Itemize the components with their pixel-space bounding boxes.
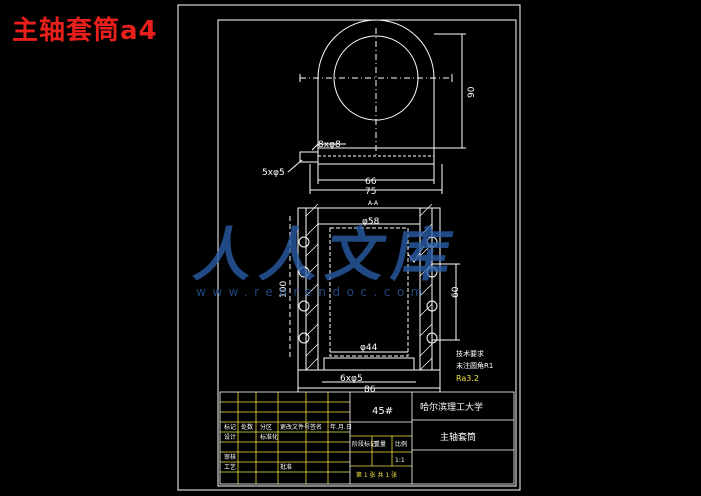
section-mark: A-A — [368, 200, 379, 207]
front-view — [289, 203, 460, 392]
bolt-hole — [298, 300, 310, 312]
wall-hatch-right — [419, 203, 433, 371]
dim-60: 60 — [451, 286, 461, 298]
inner-frame — [217, 19, 517, 487]
bolt-hole — [426, 300, 438, 312]
tb-scale: 比例 — [395, 440, 407, 448]
dim-90: 90 — [467, 86, 477, 98]
dim-44: φ44 — [360, 343, 378, 353]
top-view — [287, 19, 466, 194]
dim-66: 66 — [365, 177, 377, 187]
bottom-boss — [323, 357, 415, 371]
tb-approve: 批准 — [280, 463, 292, 471]
tb-review: 审核 — [224, 453, 236, 461]
tb-change: 更改文件号 — [280, 423, 310, 431]
tb-sheet-info: 第 1 张 共 1 张 — [356, 471, 397, 479]
wall-hatch-left — [305, 203, 319, 371]
tb-std: 标准化 — [260, 433, 278, 441]
tb-mark: 标记 — [224, 423, 236, 431]
notes-line1: 技术要求 — [456, 349, 484, 358]
tb-part-name: 主轴套筒 — [440, 431, 476, 443]
title-block-frame — [219, 391, 515, 485]
top-view-outline — [317, 19, 435, 149]
bolt-hole — [426, 332, 438, 344]
dim-86: 86 — [364, 385, 376, 395]
dim-58: φ58 — [362, 217, 380, 227]
bolt-hole — [298, 332, 310, 344]
dim-8x8: 8xφ8 — [318, 140, 341, 150]
watermark-url: www.renrendoc.com — [196, 285, 429, 299]
roughness-symbol — [407, 245, 425, 263]
bolt-hole — [426, 266, 438, 278]
dim-100: 100 — [279, 281, 289, 298]
notes-roughness: Ra3.2 — [456, 374, 479, 383]
notes-line2: 未注圆角R1 — [456, 361, 493, 370]
tb-zone: 分区 — [260, 423, 272, 431]
title-block — [219, 391, 515, 485]
bolt-hole — [426, 236, 438, 248]
bolt-hole — [298, 236, 310, 248]
dim-5x5: 5xφ5 — [262, 168, 285, 178]
left-boss — [299, 151, 319, 163]
leader-5x5 — [287, 159, 303, 173]
tb-craft: 工艺 — [224, 463, 236, 471]
tb-sign: 签名 — [310, 423, 322, 431]
dim-6x5: 6xφ5 — [340, 374, 363, 384]
page-title: 主轴套筒a4 — [12, 16, 158, 46]
top-view-text: 90 8xφ8 5xφ5 66 75 A-A — [262, 86, 477, 207]
dim-75: 75 — [365, 187, 376, 197]
tb-school: 哈尔滨理工大学 — [420, 401, 483, 413]
tb-count: 处数 — [241, 423, 253, 431]
title-block-text: 标记 处数 分区 更改文件号 签名 年.月.日 设计 标准化 审核 工艺 批准 … — [224, 401, 483, 479]
tb-stage-mark: 阶段标记 — [352, 440, 376, 448]
tech-notes: 技术要求 未注圆角R1 Ra3.2 — [456, 349, 493, 383]
tb-weight: 重量 — [374, 440, 386, 448]
bolt-hole — [298, 266, 310, 278]
front-view-text: φ58 100 60 φ44 6xφ5 86 — [279, 217, 461, 395]
watermark-logo: 人人文库 — [189, 221, 466, 289]
leader-8x8 — [311, 143, 319, 151]
tb-date: 年.月.日 — [330, 423, 352, 431]
tb-design: 设计 — [224, 433, 236, 441]
outer-frame — [177, 4, 521, 491]
tb-scale-value: 1:1 — [395, 457, 405, 464]
tb-material: 45# — [372, 406, 393, 417]
inner-chamber — [329, 227, 409, 357]
